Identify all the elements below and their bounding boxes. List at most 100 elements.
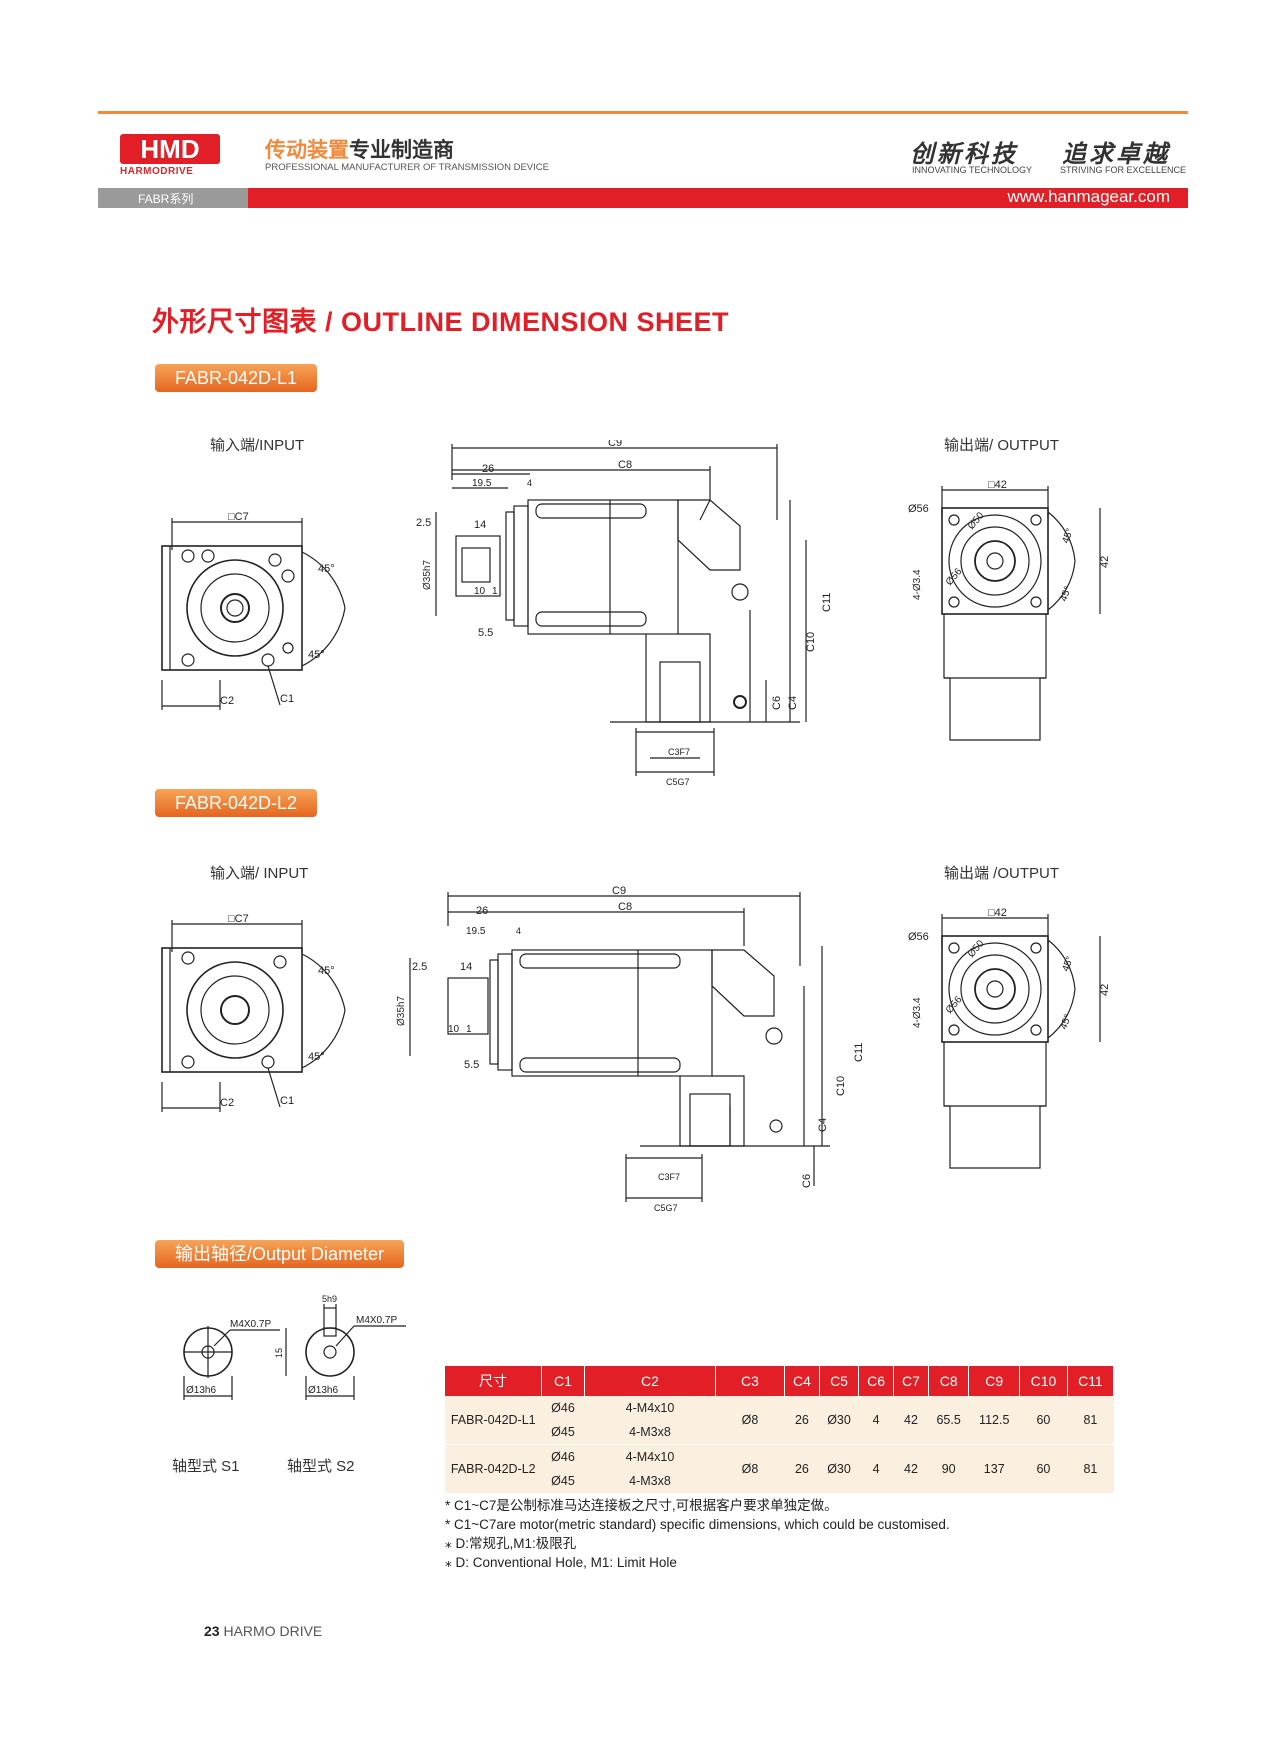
hmd-logo: HMD bbox=[120, 134, 220, 164]
table-header: C11 bbox=[1067, 1366, 1115, 1396]
model2-badge: FABR-042D-L2 bbox=[155, 789, 318, 817]
dim-2-5: 2.5 bbox=[416, 517, 431, 529]
dim-42-2: 42 bbox=[1099, 984, 1111, 996]
title-dark: 专业制造商 bbox=[349, 139, 454, 162]
slogan-innovating-sub: INNOVATING TECHNOLOGY bbox=[912, 165, 1033, 175]
dim-c11-2: C11 bbox=[853, 1043, 865, 1062]
dim-c3-2: C3F7 bbox=[658, 1172, 680, 1182]
model1-output-label: 输出端/ OUTPUT bbox=[944, 437, 1059, 454]
cell-c8: 65.5 bbox=[928, 1396, 969, 1445]
cell-c7: 42 bbox=[893, 1396, 929, 1445]
note-line: * C1~C7are motor(metric standard) specif… bbox=[445, 1517, 950, 1532]
url-bar bbox=[248, 188, 1188, 208]
angle-45-bottom: 45° bbox=[308, 649, 325, 661]
angle-45-bottom-2: 45° bbox=[308, 1051, 325, 1063]
s2-thread: M4X0.7P bbox=[356, 1315, 397, 1326]
dim-c10-2: C10 bbox=[835, 1076, 847, 1096]
table-header: C7 bbox=[893, 1366, 929, 1396]
dim-19-5: 19.5 bbox=[472, 478, 492, 489]
page-number: 23 bbox=[204, 1623, 220, 1639]
dim-c8: C8 bbox=[618, 459, 632, 471]
angle-45-top: 45° bbox=[318, 563, 335, 575]
table-header: C4 bbox=[784, 1366, 820, 1396]
dim-d35-2: Ø35h7 bbox=[396, 996, 407, 1026]
table-header: C10 bbox=[1019, 1366, 1068, 1396]
header-en-subtitle: PROFESSIONAL MANUFACTURER OF TRANSMISSIO… bbox=[265, 162, 549, 173]
dim-sq42-2: □42 bbox=[988, 907, 1007, 919]
cell-c1: Ø46 bbox=[541, 1444, 585, 1469]
model2-input-drawing: □C7 45° 45° C2 C1 bbox=[161, 913, 346, 1112]
table-header: C1 bbox=[541, 1366, 585, 1396]
dim-c1-2: C1 bbox=[280, 1095, 294, 1107]
note-line: * C1~C7是公制标准马达连接板之尺寸,可根据客户要求单独定做。 bbox=[445, 1498, 838, 1513]
dim-c9-2: C9 bbox=[612, 886, 626, 897]
cell-c11: 81 bbox=[1067, 1444, 1114, 1493]
shaft-s1-drawing: M4X0.7P Ø13h6 bbox=[183, 1319, 280, 1400]
cell-c1: Ø45 bbox=[541, 1420, 585, 1445]
angle-45-output-bottom: 45° bbox=[1058, 585, 1074, 603]
cell-c6: 4 bbox=[858, 1444, 894, 1493]
section-title: 外形尺寸图表 / OUTLINE DIMENSION SHEET bbox=[152, 307, 730, 337]
dim-42: 42 bbox=[1099, 556, 1111, 568]
cell-c9: 112.5 bbox=[968, 1396, 1020, 1445]
dim-c5-2: C5G7 bbox=[654, 1203, 678, 1213]
dim-4-2: 4 bbox=[516, 926, 521, 936]
s2-label: 轴型式 S2 bbox=[287, 1458, 355, 1475]
dim-1: 1 bbox=[492, 586, 498, 597]
dim-d56: Ø56 bbox=[908, 503, 929, 515]
table-row: FABR-042D-L2 Ø46 4-M4x10 Ø8 26 Ø30 4 42 … bbox=[445, 1444, 1114, 1493]
cell-c3: Ø8 bbox=[715, 1444, 785, 1493]
table-header: C6 bbox=[858, 1366, 895, 1396]
table-header-row: 尺寸 C1 C2 C3 C4 C5 C6 C7 C8 C9 C10 C11 bbox=[445, 1366, 1115, 1396]
website-url[interactable]: www.hanmagear.com bbox=[1007, 187, 1170, 206]
model1-side-drawing: C9 C8 26 19.5 4 2.5 14 10 1 5.5 Ø35h7 C3… bbox=[416, 440, 833, 787]
cell-c7: 42 bbox=[893, 1444, 929, 1493]
dim-holes: 4-Ø3.4 bbox=[912, 569, 923, 600]
dim-c6-2: C6 bbox=[801, 1174, 813, 1188]
title-orange: 传动装置 bbox=[265, 139, 349, 162]
cell-c4: 26 bbox=[784, 1396, 820, 1445]
header-rule bbox=[98, 111, 1188, 114]
header-cn-title: 传动装置专业制造商 bbox=[265, 134, 454, 164]
footer: 23 HARMO DRIVE bbox=[204, 1623, 322, 1639]
table-row: FABR-042D-L1 Ø46 4-M4x10 Ø8 26 Ø30 4 42 … bbox=[445, 1396, 1114, 1445]
cell-model: FABR-042D-L1 bbox=[445, 1396, 542, 1445]
dim-c1: C1 bbox=[280, 693, 294, 705]
table-header: C9 bbox=[968, 1366, 1021, 1396]
s2-depth: 15 bbox=[274, 1348, 284, 1358]
table-row: Ø45 4-M3x8 bbox=[445, 1469, 1114, 1493]
model2-output-drawing: □42 Ø56 Ø50 Ø56 4-Ø3.4 45° 45° 42 bbox=[908, 907, 1111, 1169]
dim-5-5: 5.5 bbox=[478, 627, 493, 639]
model1-input-label: 输入端/INPUT bbox=[210, 437, 305, 454]
note-line: ⁎ D:常规孔,M1:极限孔 bbox=[445, 1536, 577, 1551]
dim-26-2: 26 bbox=[476, 905, 488, 917]
s1-dia: Ø13h6 bbox=[186, 1385, 216, 1396]
cell-c3: Ø8 bbox=[715, 1396, 785, 1445]
dim-26: 26 bbox=[482, 463, 494, 475]
angle-45-top-2: 45° bbox=[318, 965, 335, 977]
logo-text: HMD bbox=[140, 134, 199, 164]
cell-c5: Ø30 bbox=[819, 1396, 859, 1445]
dim-c10: C10 bbox=[805, 632, 817, 652]
shaft-s2-drawing: 5h9 15 M4X0.7P Ø13h6 bbox=[274, 1294, 406, 1400]
footer-brand: HARMO DRIVE bbox=[223, 1623, 323, 1639]
cell-c9: 137 bbox=[968, 1444, 1020, 1493]
notes: * C1~C7是公制标准马达连接板之尺寸,可根据客户要求单独定做。 * C1~C… bbox=[445, 1496, 950, 1572]
s2-key: 5h9 bbox=[322, 1294, 337, 1304]
cell-c4: 26 bbox=[784, 1444, 820, 1493]
dim-1-2: 1 bbox=[466, 1024, 472, 1035]
s2-dia: Ø13h6 bbox=[308, 1385, 338, 1396]
dim-4: 4 bbox=[527, 478, 532, 488]
cell-model: FABR-042D-L2 bbox=[445, 1444, 542, 1493]
dim-2-5-2: 2.5 bbox=[412, 961, 427, 973]
cell-c2: 4-M4x10 bbox=[584, 1396, 716, 1420]
slogan-striving: 追求卓越 bbox=[1062, 139, 1170, 168]
model2-input-label: 输入端/ INPUT bbox=[210, 865, 309, 882]
table-row: Ø45 4-M3x8 bbox=[445, 1420, 1114, 1445]
model1-output-drawing: □42 Ø56 Ø50 Ø56 4-Ø3.4 45° 45° 42 bbox=[908, 479, 1111, 741]
dim-holes-2: 4-Ø3.4 bbox=[912, 997, 923, 1028]
dim-19-5-2: 19.5 bbox=[466, 926, 486, 937]
dim-c6: C6 bbox=[771, 696, 783, 710]
table-header: C3 bbox=[715, 1366, 785, 1396]
dim-d56-2: Ø56 bbox=[908, 931, 929, 943]
